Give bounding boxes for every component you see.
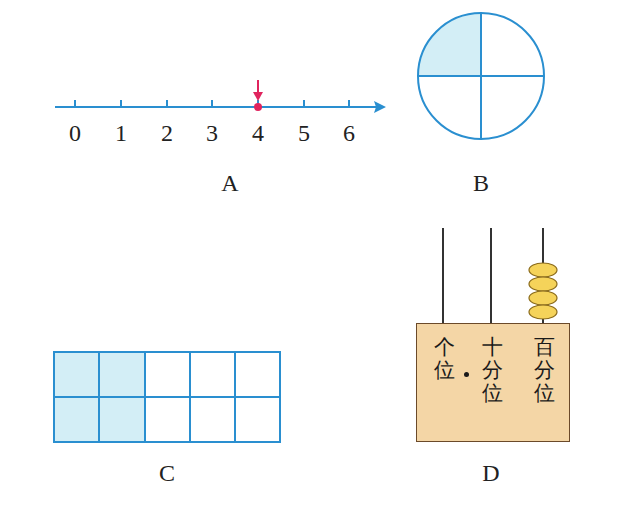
tick-number: 5 bbox=[298, 121, 310, 145]
decimal-point bbox=[464, 372, 469, 377]
abacus-rods bbox=[443, 228, 543, 324]
tick-number: 2 bbox=[161, 121, 173, 145]
fraction-grid bbox=[54, 352, 280, 442]
panel-letter: B bbox=[473, 171, 489, 195]
tick-number: 6 bbox=[343, 121, 355, 145]
tick-number: 3 bbox=[206, 121, 218, 145]
place-value-label: 个位 bbox=[434, 336, 455, 382]
panel-letter: C bbox=[159, 461, 175, 485]
tick-number: 1 bbox=[115, 121, 127, 145]
place-value-label: 百分位 bbox=[534, 336, 555, 405]
tick-number: 4 bbox=[252, 121, 264, 145]
place-value-label: 十分位 bbox=[482, 336, 503, 405]
number-line bbox=[55, 100, 386, 113]
pointer-arrow bbox=[253, 80, 263, 111]
abacus-beads bbox=[529, 263, 557, 319]
tick-number: 0 bbox=[69, 121, 81, 145]
panel-letter: D bbox=[482, 461, 499, 485]
abacus-base: 个位 十分位 百分位 bbox=[416, 323, 570, 442]
panel-letter: A bbox=[221, 171, 238, 195]
fraction-circle bbox=[418, 13, 544, 139]
